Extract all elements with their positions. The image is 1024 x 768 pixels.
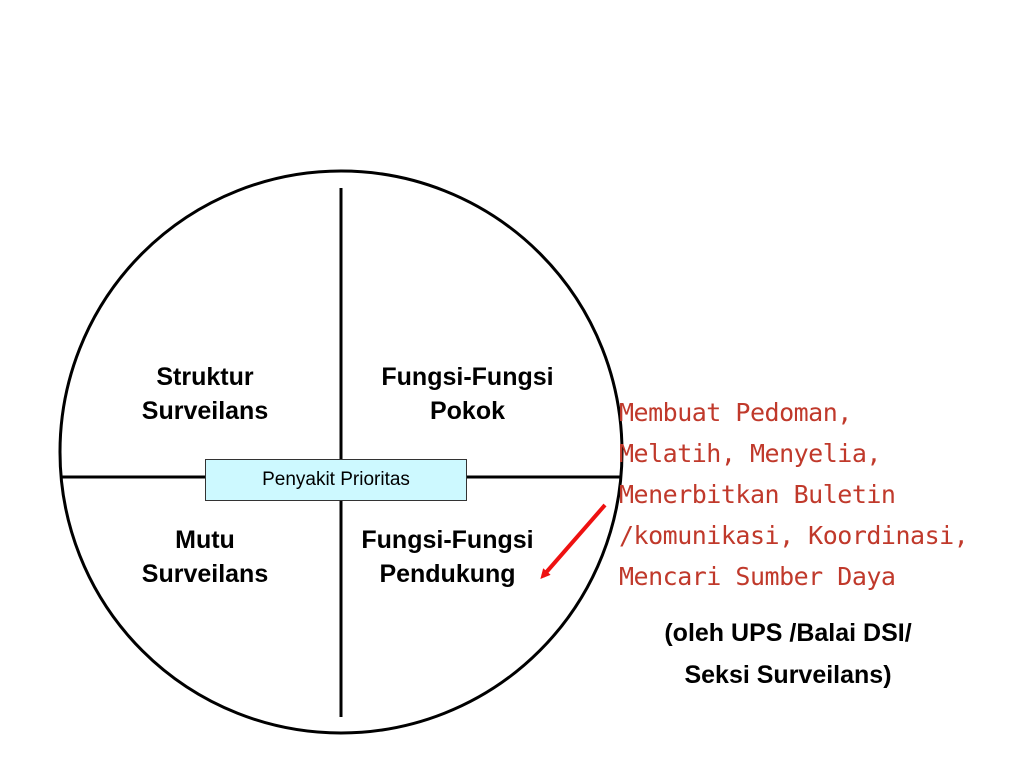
quadrant-bottom-left-label: Mutu Surveilans: [110, 523, 300, 591]
pointer-arrow: [540, 503, 607, 580]
quadrant-top-left-label: Struktur Surveilans: [110, 360, 300, 428]
annotation-line: Menerbitkan Buletin: [619, 480, 896, 509]
responsibility-note: (oleh UPS /Balai DSI/ Seksi Surveilans): [618, 612, 958, 696]
annotation-line: Melatih, Menyelia,: [619, 439, 881, 468]
center-label-box: Penyakit Prioritas: [205, 459, 467, 501]
quadrant-bottom-left-line-2: Surveilans: [141, 560, 269, 588]
quadrant-top-right-line-1: Fungsi-Fungsi: [381, 363, 554, 391]
center-label: Penyakit Prioritas: [262, 469, 410, 490]
annotation-line: /komunikasi, Koordinasi,: [619, 521, 969, 550]
quadrant-top-right-label: Fungsi-Fungsi Pokok: [360, 360, 575, 428]
annotation-text: Membuat Pedoman, Melatih, Menyelia, Mene…: [619, 392, 1019, 597]
quadrant-top-left-line-2: Surveilans: [141, 397, 269, 425]
quadrant-bottom-left-line-1: Mutu: [175, 526, 235, 554]
note-line: (oleh UPS /Balai DSI/: [664, 619, 912, 647]
outer-circle: [58, 169, 624, 735]
annotation-line: Membuat Pedoman,: [619, 398, 852, 427]
note-line: Seksi Surveilans): [684, 661, 892, 689]
quadrant-top-right-line-2: Pokok: [429, 397, 506, 425]
annotation-line: Mencari Sumber Daya: [619, 562, 896, 591]
quadrant-bottom-right-label: Fungsi-Fungsi Pendukung: [340, 523, 555, 591]
quadrant-bottom-right-line-1: Fungsi-Fungsi: [361, 526, 534, 554]
quadrant-bottom-right-line-2: Pendukung: [379, 560, 516, 588]
quadrant-top-left-line-1: Struktur: [156, 363, 254, 391]
